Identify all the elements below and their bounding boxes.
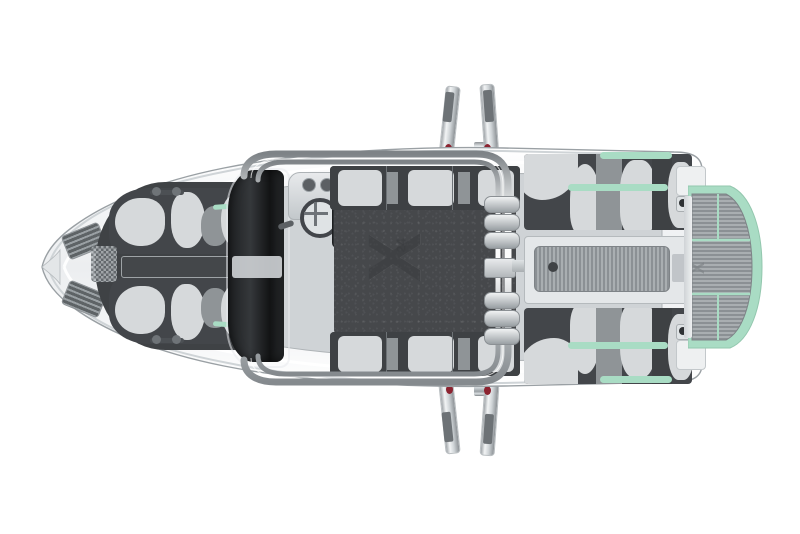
- cockpit-lounge-port: [330, 166, 520, 210]
- cockpit-lounge-port-seam-2: [452, 166, 453, 210]
- stern-trim-port: [600, 152, 672, 159]
- region-stern-label: Stern / transom: [0, 0, 1, 1]
- platform-hinge-lower-bolt: [679, 327, 687, 335]
- rack-tip-lower-1: [446, 385, 453, 394]
- steering-wheel-spoke-v: [314, 202, 317, 226]
- platform-mount-strip: [684, 196, 692, 338]
- wakeboard-tower: [236, 150, 516, 386]
- upholstery-label: Seating upholstery: [0, 0, 1, 1]
- region-bow-label: Bow seating / open bow: [0, 0, 1, 1]
- transom-drain-plug: [548, 262, 558, 272]
- tower-speaker-3: [484, 232, 520, 249]
- swim-platform: X: [687, 178, 766, 356]
- rack-tip-lower-2: [484, 386, 491, 395]
- scene-title: 2024 ATX Surf Boats 24 Type-S — Overhead…: [0, 0, 1, 1]
- cockpit-lounge-port-seam-1: [386, 166, 387, 210]
- tower-speaker-6: [484, 328, 520, 345]
- stern-trim-starboard: [600, 376, 672, 383]
- bow-nonskid-pad: [91, 246, 117, 282]
- dash-gauge-1: [302, 178, 316, 192]
- tower-speaker-2: [484, 214, 520, 231]
- platform-hinge-upper-bolt: [679, 199, 687, 207]
- stern-accent-stripe-port: [568, 184, 668, 191]
- svg-text:X: X: [688, 262, 708, 274]
- tower-label: Wakeboard tower: [0, 0, 1, 1]
- stern-accent-stripe-starboard: [568, 342, 668, 349]
- tower-speaker-5: [484, 310, 520, 327]
- bow-cleat-port: [150, 186, 184, 198]
- bow-cleat-starboard: [150, 334, 184, 346]
- tower-speaker-4: [484, 292, 520, 309]
- stern-seating: [524, 150, 692, 386]
- region-cockpit-label: Main cockpit: [0, 0, 1, 1]
- cockpit-lounge-stbd-seam-2: [452, 332, 453, 376]
- rack-label-upper: Board rack — port: [430, 82, 431, 83]
- swim-platform-label: Swim platform: [0, 0, 1, 1]
- walkthrough-gate: [232, 256, 282, 278]
- windshield-frame: [226, 168, 290, 368]
- stern-lounge-port: [524, 154, 692, 230]
- region-helm-label: Helm station: [0, 0, 1, 1]
- tower-speaker-1: [484, 196, 520, 213]
- cockpit-lounge-stbd-seam-1: [386, 332, 387, 376]
